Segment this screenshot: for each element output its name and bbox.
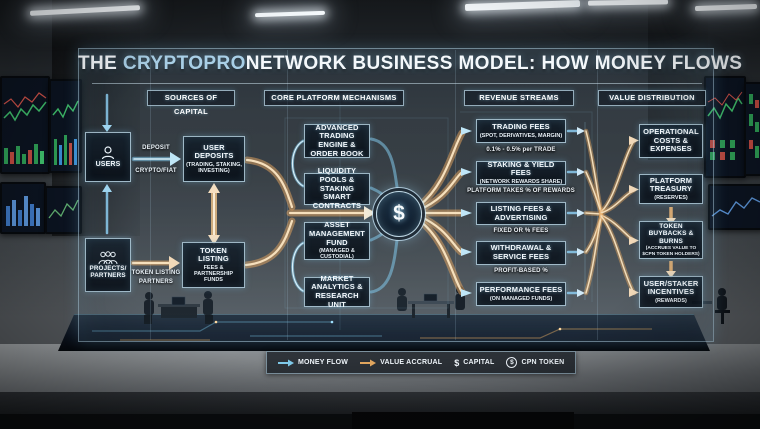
ceiling-light-icon [464,0,581,12]
box-title: USER DEPOSITS [194,142,234,161]
legend-item-money-flow: MONEY FLOW [278,359,348,367]
column-header-revenue: REVENUE STREAMS [464,90,574,106]
partners-box: PROJECTS/ PARTNERS [85,238,131,292]
box-subtitle: FEES & PARTNERSHIP FUNDS [193,264,233,284]
ceiling-light-icon [254,10,326,18]
box-subtitle: (REWARDS) [655,298,687,305]
diagram-title: THE CRYPTOPRONETWORK BUSINESS MODEL: HOW… [78,53,742,75]
hologram-base-platform [58,314,710,351]
users-box: USERS [85,132,131,182]
box-title: PLATFORM TREASURY [649,175,693,194]
box-withdrawal-fees: WITHDRAWAL & SERVICE FEES [476,241,566,265]
box-subtitle: (RESERVES) [654,195,688,202]
background-monitor [0,182,46,234]
box-title: ASSET MANAGEMENT FUND [308,220,366,247]
background-monitor [49,79,82,173]
box-title: PERFORMANCE FEES [479,285,563,295]
column-header-distribution: VALUE DISTRIBUTION [598,90,706,106]
note-trading-fees: 0.1% - 0.5% per TRADE [486,147,556,153]
box-liquidity-pools: LIQUIDITY POOLS & STAKING SMART CONTRACT… [304,167,370,210]
box-staking-yield-fees: STAKING & YIELD FEES (NETWORK REWARDS SH… [476,159,566,186]
people-silhouette-group [128,286,232,326]
arrow-right-blue-icon [278,359,294,366]
glass-seam [150,50,151,340]
table-pedestal [352,412,574,429]
legend-item-capital: $ CAPITAL [454,358,494,368]
note-staking-fees: PLATFORM TAKES % OF REWARDS [467,188,575,194]
box-subtitle: (SPOT, DERIVATIVES, MARGIN) [479,132,563,139]
box-user-deposits: USER DEPOSITS (TRADING, STAKING, INVESTI… [183,136,245,182]
box-trading-fees: TRADING FEES (SPOT, DERIVATIVES, MARGIN) [476,119,566,143]
box-subtitle: (ON MANAGED FUNDS) [489,295,553,302]
legend-label: CPN TOKEN [521,359,565,366]
box-title: WITHDRAWAL & SERVICE FEES [490,243,552,261]
box-token-listing-fees: TOKEN LISTING FEES & PARTNERSHIP FUNDS [182,242,245,288]
flow-label-partners: PARTNERS [138,279,174,285]
title-suffix: NETWORK BUSINESS MODEL: HOW MONEY FLOWS [245,53,743,74]
box-title: STAKING & YIELD FEES [487,159,555,178]
arrow-right-gold-icon [360,359,377,366]
legend-item-cpn-token: $ CPN TOKEN [506,357,564,368]
capital-hub: $ [376,191,422,237]
circled-dollar-icon: $ [506,357,518,368]
partners-label-line1: PROJECTS/ [89,264,127,272]
box-operational-costs: OPERATIONAL COSTS & EXPENSES [639,124,703,158]
box-market-analytics: MARKET ANALYTICS & RESEARCH UNIT [304,273,370,309]
box-title: TOKEN LISTING [198,245,229,264]
legend-item-value-accrual: VALUE ACCRUAL [360,359,442,367]
box-title: MARKET ANALYTICS & RESEARCH UNIT [311,273,363,309]
box-token-buybacks: TOKEN BUYBACKS & BURNS (ACCRUES VALUE TO… [639,221,703,259]
users-label: USERS [95,160,121,168]
flow-label-deposit: DEPOSIT [142,145,170,151]
title-underline [92,83,702,84]
glass-seam [455,50,456,340]
note-listing-fees: FIXED OR % FEES [493,228,549,234]
background-monitor [45,186,82,234]
group-icon [98,251,118,264]
box-title: LIQUIDITY POOLS & STAKING SMART CONTRACT… [312,166,362,210]
box-title: LISTING FEES & ADVERTISING [490,203,552,222]
dollar-symbol: $ [393,202,405,225]
box-title: ADVANCED TRADING ENGINE & ORDER BOOK [310,122,364,158]
legend-label: CAPITAL [463,359,495,366]
box-user-staker-incentives: USER/STAKER INCENTIVES (REWARDS) [639,276,703,308]
background-monitor [744,82,760,176]
box-title: TOKEN BUYBACKS & BURNS [648,222,694,245]
background-monitor [0,76,50,174]
box-subtitle: (TRADING, STAKING, INVESTING) [186,161,242,175]
box-performance-fees: PERFORMANCE FEES (ON MANAGED FUNDS) [476,282,566,306]
title-prefix: THE [78,53,123,74]
background-monitor [708,184,760,230]
box-subtitle: (MANAGED & CUSTODIAL) [319,248,355,261]
legend-label: MONEY FLOW [298,359,349,366]
box-title: OPERATIONAL COSTS & EXPENSES [643,127,699,154]
table-edge [0,392,760,414]
box-title: TRADING FEES [492,122,550,132]
box-trading-engine: ADVANCED TRADING ENGINE & ORDER BOOK [304,122,370,158]
box-title: USER/STAKER INCENTIVES [643,278,699,297]
legend: MONEY FLOW VALUE ACCRUAL $ CAPITAL $ CPN… [266,351,577,374]
box-subtitle: (NETWORK REWARDS SHARE) [479,179,563,186]
box-asset-management: ASSET MANAGEMENT FUND (MANAGED & CUSTODI… [304,220,370,261]
dollar-icon: $ [454,357,460,368]
flow-label-token-listing: TOKEN LISTING [131,270,181,276]
title-brand: CRYPTOPRO [122,53,246,74]
column-header-mechanisms: CORE PLATFORM MECHANISMS [264,90,404,106]
box-listing-fees: LISTING FEES & ADVERTISING [476,202,566,225]
user-icon [101,146,115,160]
partners-label-line2: PARTNERS [90,272,126,279]
box-platform-treasury: PLATFORM TREASURY (RESERVES) [639,174,703,204]
flow-label-crypto-fiat: CRYPTO/FIAT [135,168,177,174]
box-subtitle: (ACCRUES VALUE TO $CPN TOKEN HOLDERS) [642,246,700,257]
ceiling-light-icon [694,3,758,12]
note-withdrawal-fees: PROFIT-BASED % [494,268,548,274]
column-header-sources: SOURCES OF CAPITAL [147,90,235,116]
legend-label: VALUE ACCRUAL [380,359,443,366]
